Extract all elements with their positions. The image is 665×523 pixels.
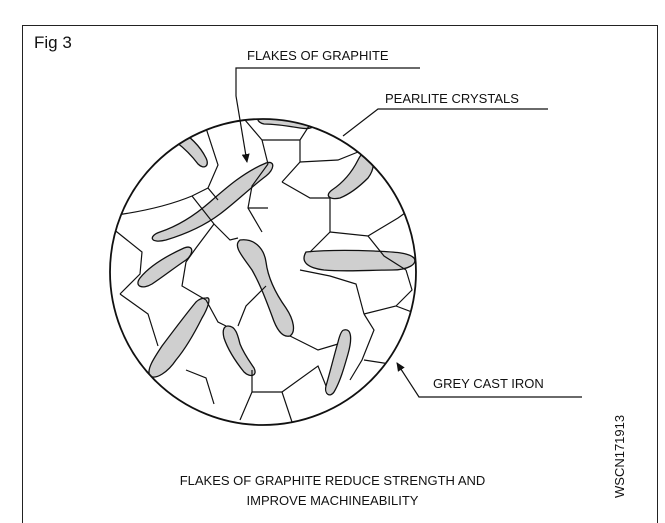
graphite-flake	[138, 247, 192, 287]
graphite-flake	[326, 330, 351, 395]
microstructure-contents	[110, 112, 420, 422]
graphite-flake	[304, 250, 415, 271]
graphite-flake	[237, 240, 293, 337]
caption-line-2: IMPROVE MACHINEABILITY	[0, 491, 665, 511]
grey-cast-iron-leader	[397, 363, 582, 397]
leader-lines	[236, 68, 582, 397]
graphite-flakes	[138, 114, 415, 395]
graphite-flake	[149, 298, 209, 377]
figure-code: WSCN171913	[612, 415, 627, 498]
pearlite-leader	[343, 109, 548, 136]
caption-line-1: FLAKES OF GRAPHITE REDUCE STRENGTH AND	[0, 471, 665, 491]
graphite-flake	[223, 326, 255, 375]
figure-caption: FLAKES OF GRAPHITE REDUCE STRENGTH AND I…	[0, 471, 665, 511]
graphite-flake	[152, 162, 272, 241]
